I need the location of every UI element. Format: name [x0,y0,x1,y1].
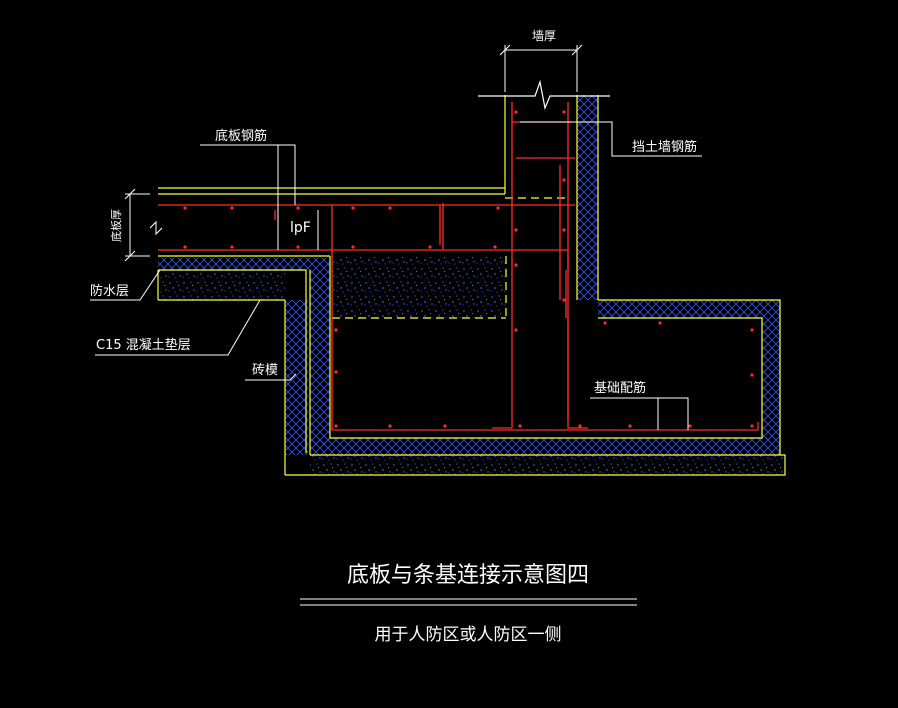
slab-thickness-label: 底板厚 [109,209,123,242]
drawing-title: 底板与条基连接示意图四 [347,563,589,588]
slab-rebar-label: 底板钢筋 [215,128,267,144]
concrete-cushion [160,256,785,477]
drawing-subtitle: 用于人防区或人防区一侧 [375,625,562,645]
waterproof-hatch [158,95,780,455]
c15-cushion-label: C15 混凝土垫层 [96,337,191,353]
lap-length-label: lpF [290,220,311,236]
concrete-outline [157,79,786,476]
rebar-dots [183,110,754,428]
foundation-rebar-label: 基础配筋 [594,380,646,396]
brick-formwork-label: 砖模 [252,363,278,378]
retaining-wall-rebar-label: 挡土墙钢筋 [632,139,697,155]
leader-lines [90,44,702,606]
waterproof-layer-label: 防水层 [90,283,129,299]
wall-thickness-label: 墙厚 [532,29,556,43]
